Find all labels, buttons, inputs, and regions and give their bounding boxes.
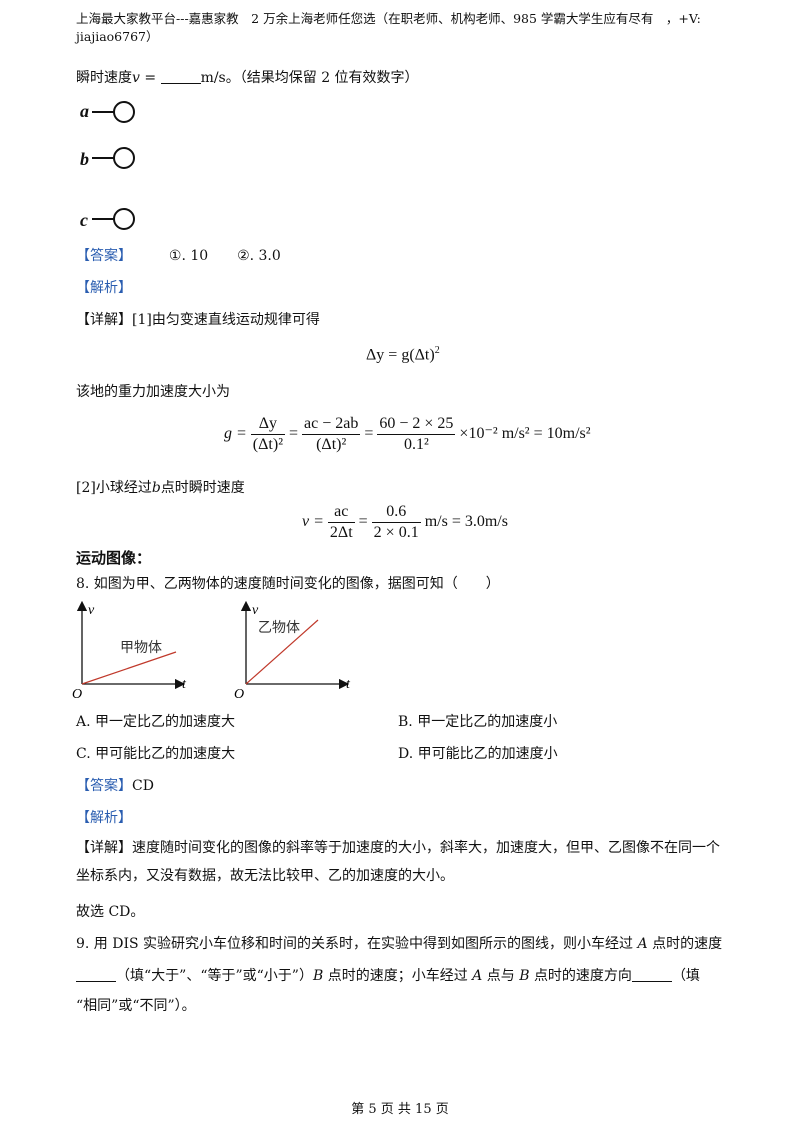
ball-a xyxy=(113,101,135,123)
q7-detail-1: 【详解】[1]由匀变速直线运动规律可得 xyxy=(76,312,320,328)
q7-analysis-tag: 【解析】 xyxy=(76,280,132,296)
section-title: 运动图像： xyxy=(76,549,152,567)
answer-blank xyxy=(631,967,672,982)
equation-gravity: g = Δy(Δt)² = ac − 2ab(Δt)² = 60 − 2 × 2… xyxy=(224,415,591,453)
origin-label: O xyxy=(72,687,82,702)
ball-c xyxy=(113,208,135,230)
origin-label: O xyxy=(234,687,244,702)
ball-positions-figure: a b c xyxy=(80,101,135,230)
option-c: C. 甲可能比乙的加速度大 xyxy=(76,746,236,762)
ball-label-c: c xyxy=(80,210,88,230)
ball-label-b: b xyxy=(80,149,89,169)
answer-blank xyxy=(160,69,201,84)
q7-answer-line: 【答案】 ①. 10 ②. 3.0 xyxy=(76,248,281,264)
graph-line-yi xyxy=(245,619,319,685)
graph-label-jia: 甲物体 xyxy=(120,640,162,656)
q8-detail: 【详解】速度随时间变化的图像的斜率等于加速度的大小，斜率大，加速度大，但甲、乙图… xyxy=(76,840,720,884)
answer-1: ①. 10 xyxy=(168,248,209,264)
page-header: 上海最大家教平台---嘉惠家教 2 万余上海老师任您选（在职老师、机构老师、98… xyxy=(76,11,701,44)
q9-stem-line-1: 9. 用 DIS 实验研究小车位移和时间的关系时，在实验中得到如图所示的图线，则… xyxy=(76,936,723,952)
graph-yi: v t O 乙物体 xyxy=(234,600,351,702)
q8-analysis-tag: 【解析】 xyxy=(76,810,132,826)
option-a: A. 甲一定比乙的加速度大 xyxy=(76,714,236,730)
graph-jia: v t O 甲物体 xyxy=(72,600,187,702)
fraction: ac − 2ab(Δt)² xyxy=(302,415,361,453)
axis-label-v: v xyxy=(252,603,259,618)
graph-line-jia xyxy=(81,651,177,685)
graph-label-yi: 乙物体 xyxy=(258,620,300,636)
option-d: D. 甲可能比乙的加速度小 xyxy=(398,746,558,762)
ball-label-a: a xyxy=(80,101,89,121)
q8-conclusion: 故选 CD。 xyxy=(76,904,145,920)
option-b: B. 甲一定比乙的加速度小 xyxy=(398,714,558,730)
equation-delta-y: Δy = g(Δt)2 xyxy=(366,345,440,364)
answer-2: ②. 3.0 xyxy=(237,248,281,264)
axis-label-t: t xyxy=(346,677,351,692)
fraction: Δy(Δt)² xyxy=(250,415,285,453)
q7-velocity-line: 瞬时速度v = m/s。（结果均保留 2 位有效数字） xyxy=(76,69,419,86)
q8-stem: 8. 如图为甲、乙两物体的速度随时间变化的图像，据图可知（ ） xyxy=(76,576,500,592)
ball-b xyxy=(113,147,135,169)
velocity-time-graphs: v t O 甲物体 v t O 乙物体 xyxy=(72,600,351,702)
axis-label-t: t xyxy=(182,677,187,692)
q7-detail-2: [2]小球经过b点时瞬时速度 xyxy=(76,480,245,496)
answer-blank xyxy=(76,967,116,982)
q8-answer-line: 【答案】CD xyxy=(76,778,154,794)
gravity-text: 该地的重力加速度大小为 xyxy=(76,384,230,400)
axis-label-v: v xyxy=(88,603,95,618)
q9-stem-line-3: “相同”或“不同”）。 xyxy=(76,998,196,1014)
page-number: 第 5 页 共 15 页 xyxy=(351,1102,449,1117)
q9-stem-line-2: （填“大于”、“等于”或“小于”）B 点时的速度；小车经过 A 点与 B 点时的… xyxy=(76,966,700,986)
